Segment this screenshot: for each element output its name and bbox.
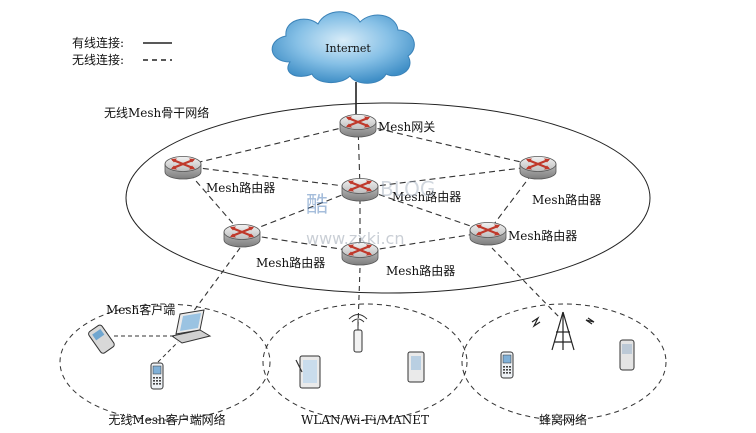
mesh-gateway: Mesh网关 xyxy=(338,113,435,139)
mesh-router-label: Mesh路由器 xyxy=(392,189,461,204)
pda-icon xyxy=(407,351,425,383)
laptop-icon xyxy=(170,309,212,344)
client-link xyxy=(157,341,179,363)
access-links xyxy=(189,247,561,327)
wlan-network-label: WLAN/Wi-Fi/MANET xyxy=(301,413,429,427)
cellular-group xyxy=(500,311,635,379)
flip-phone-icon xyxy=(88,324,115,354)
mesh-client-label: Mesh客户端 xyxy=(106,302,175,317)
mesh-router-label: Mesh路由器 xyxy=(386,263,455,278)
mobile-phone-icon xyxy=(150,362,164,390)
mesh-client-group: Mesh客户端 xyxy=(88,302,212,390)
internet-label: Internet xyxy=(325,42,371,55)
mesh-router-left-bottom: Mesh路由器 xyxy=(222,223,325,270)
legend-wireless-label: 无线连接: xyxy=(72,52,124,67)
cell-tower-icon xyxy=(531,311,595,351)
cellular-network-boundary xyxy=(461,303,667,421)
watermark-brand-b: BLOG xyxy=(380,177,435,201)
cellular-network-label: 蜂窝网络 xyxy=(539,412,587,427)
backbone-label: 无线Mesh骨干网络 xyxy=(104,105,209,120)
client-network-boundary xyxy=(59,303,271,421)
mesh-router-center-bottom: Mesh路由器 xyxy=(340,241,455,278)
mesh-router-label: Mesh路由器 xyxy=(508,228,577,243)
mobile-phone-left-icon xyxy=(500,351,514,379)
mesh-gateway-label: Mesh网关 xyxy=(378,120,435,134)
mesh-router-center: Mesh路由器 xyxy=(340,177,461,204)
mobile-phone-right-icon xyxy=(619,339,635,371)
watermark-url: www.zxki.cn xyxy=(306,229,404,248)
mesh-router-label: Mesh路由器 xyxy=(256,255,325,270)
access-point-icon xyxy=(348,314,368,353)
backbone-links xyxy=(182,123,539,253)
tablet-icon xyxy=(295,355,321,389)
mesh-router-label: Mesh路由器 xyxy=(532,192,601,207)
mesh-router-right-bottom: Mesh路由器 xyxy=(468,221,577,247)
backbone-boundary xyxy=(125,102,651,294)
internet-cloud: Internet xyxy=(271,11,415,84)
wlan-network-boundary xyxy=(262,303,468,421)
client-network-label: 无线Mesh客户端网络 xyxy=(108,412,225,427)
mesh-router-label: Mesh路由器 xyxy=(206,180,275,195)
mesh-router-right-top: Mesh路由器 xyxy=(518,155,601,207)
mesh-router-left-top: Mesh路由器 xyxy=(163,155,275,195)
watermark-brand-a: 酷 xyxy=(306,193,328,218)
legend-wired-label: 有线连接: xyxy=(72,35,124,50)
wlan-group xyxy=(295,314,425,389)
legend: 有线连接: 无线连接: xyxy=(72,35,172,67)
watermark: 酷 BLOG www.zxki.cn xyxy=(306,177,435,248)
